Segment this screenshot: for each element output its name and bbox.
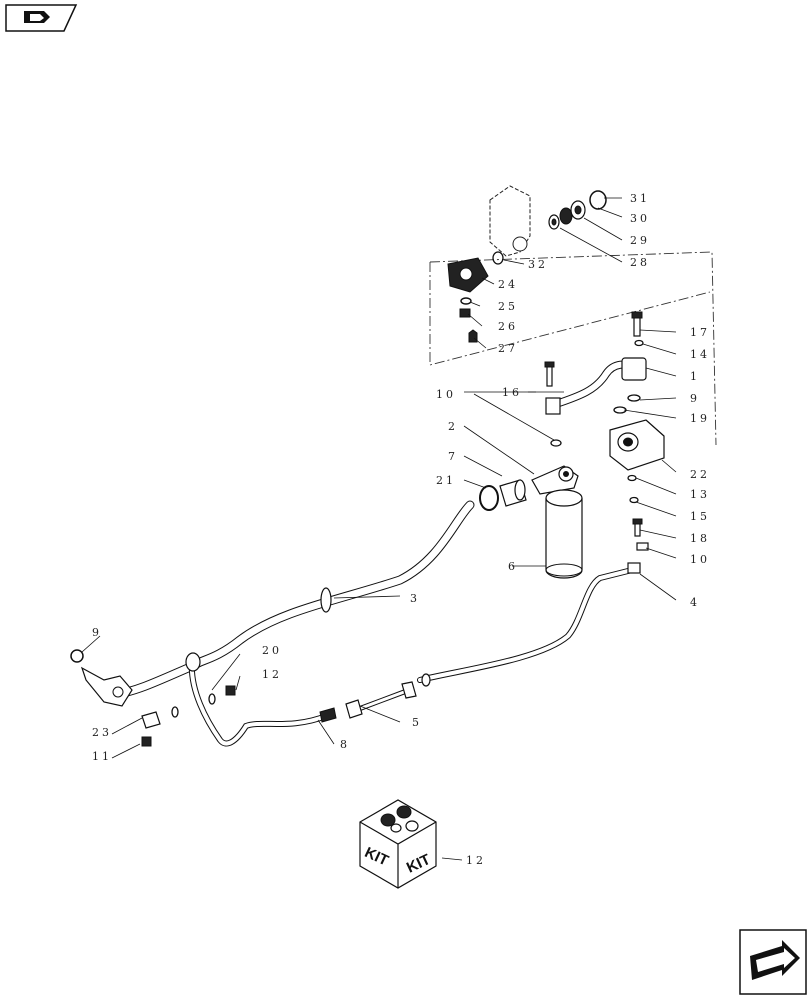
callout-16: 16 [502, 386, 522, 399]
part-3 [113, 500, 475, 699]
callout-2: 2 [448, 420, 458, 433]
part-9b [70, 649, 84, 663]
callout-9b: 9 [92, 626, 102, 639]
callout-26: 26 [498, 320, 518, 333]
part-14 [631, 311, 643, 337]
part-16 [544, 361, 555, 387]
part-4 [417, 562, 641, 687]
callout-21: 21 [436, 474, 456, 487]
part-12b [627, 474, 637, 482]
part-20 [141, 736, 152, 747]
callout-10a: 10 [690, 553, 710, 566]
callout-18: 23 [92, 726, 112, 739]
callout-9a: 9 [690, 392, 700, 405]
callout-11: 12 [262, 668, 282, 681]
part-32 [492, 251, 504, 265]
callout-10b: 10 [436, 388, 456, 401]
callout-32: 32 [528, 258, 548, 271]
part-10a [636, 542, 649, 551]
callout-1: 1 [690, 370, 700, 383]
part-6 [185, 652, 337, 747]
part-17 [208, 693, 216, 705]
callout-24: 24 [498, 278, 518, 291]
next-page-button[interactable] [739, 929, 807, 995]
callout-labels: 31 30 29 28 32 24 25 26 27 17 14 1 9 19 … [92, 192, 710, 867]
callout-30: 30 [630, 212, 650, 225]
book-page-back-icon [24, 11, 50, 23]
part-5 [345, 681, 417, 719]
part-2 [531, 465, 579, 495]
callout-4: 4 [690, 596, 700, 609]
callout-7: 6 [508, 560, 518, 573]
callout-13: 15 [690, 510, 710, 523]
assembly-outline [429, 251, 717, 446]
part-30 [570, 200, 586, 220]
callout-14: 17 [690, 326, 710, 339]
callout-3: 3 [410, 592, 420, 605]
part-8 [499, 479, 527, 507]
callout-12b: 13 [690, 488, 710, 501]
callout-20: 11 [92, 750, 112, 763]
part-31 [589, 190, 607, 210]
part-12a [634, 339, 644, 347]
callout-23: 12 [466, 854, 486, 867]
prev-page-button[interactable] [5, 4, 78, 32]
engine-block-phantom [489, 185, 531, 257]
callout-28: 28 [630, 256, 650, 269]
callout-27: 27 [498, 342, 518, 355]
callout-19: 19 [690, 412, 710, 425]
part-25 [460, 297, 472, 305]
part-27 [468, 329, 478, 343]
part-24 [447, 257, 489, 293]
elbow-fitting [80, 666, 133, 707]
kit-box: KIT KIT [359, 799, 437, 889]
part-22 [609, 419, 665, 471]
part-28 [548, 214, 560, 230]
part-18 [141, 706, 179, 729]
part-13 [629, 496, 639, 504]
part-7 [545, 489, 583, 579]
kit-box-contents [380, 805, 419, 833]
leader-lines [81, 197, 677, 861]
callout-31: 31 [630, 192, 650, 205]
part-26 [459, 308, 471, 318]
callout-12a: 14 [690, 348, 710, 361]
part-11 [225, 685, 236, 696]
callout-5: 5 [412, 716, 422, 729]
callout-29: 29 [630, 234, 650, 247]
callout-8: 7 [448, 450, 458, 463]
part-1 [545, 357, 647, 415]
callout-25: 25 [498, 300, 518, 313]
part-15 [632, 518, 643, 537]
callout-22: 22 [690, 468, 710, 481]
book-page-forward-icon [750, 940, 800, 980]
part-29 [559, 207, 573, 225]
part-10b [550, 439, 562, 447]
callout-6: 8 [340, 738, 350, 751]
part-9a [627, 394, 641, 402]
callout-17: 20 [262, 644, 282, 657]
callout-15: 18 [690, 532, 710, 545]
part-21 [479, 485, 499, 511]
